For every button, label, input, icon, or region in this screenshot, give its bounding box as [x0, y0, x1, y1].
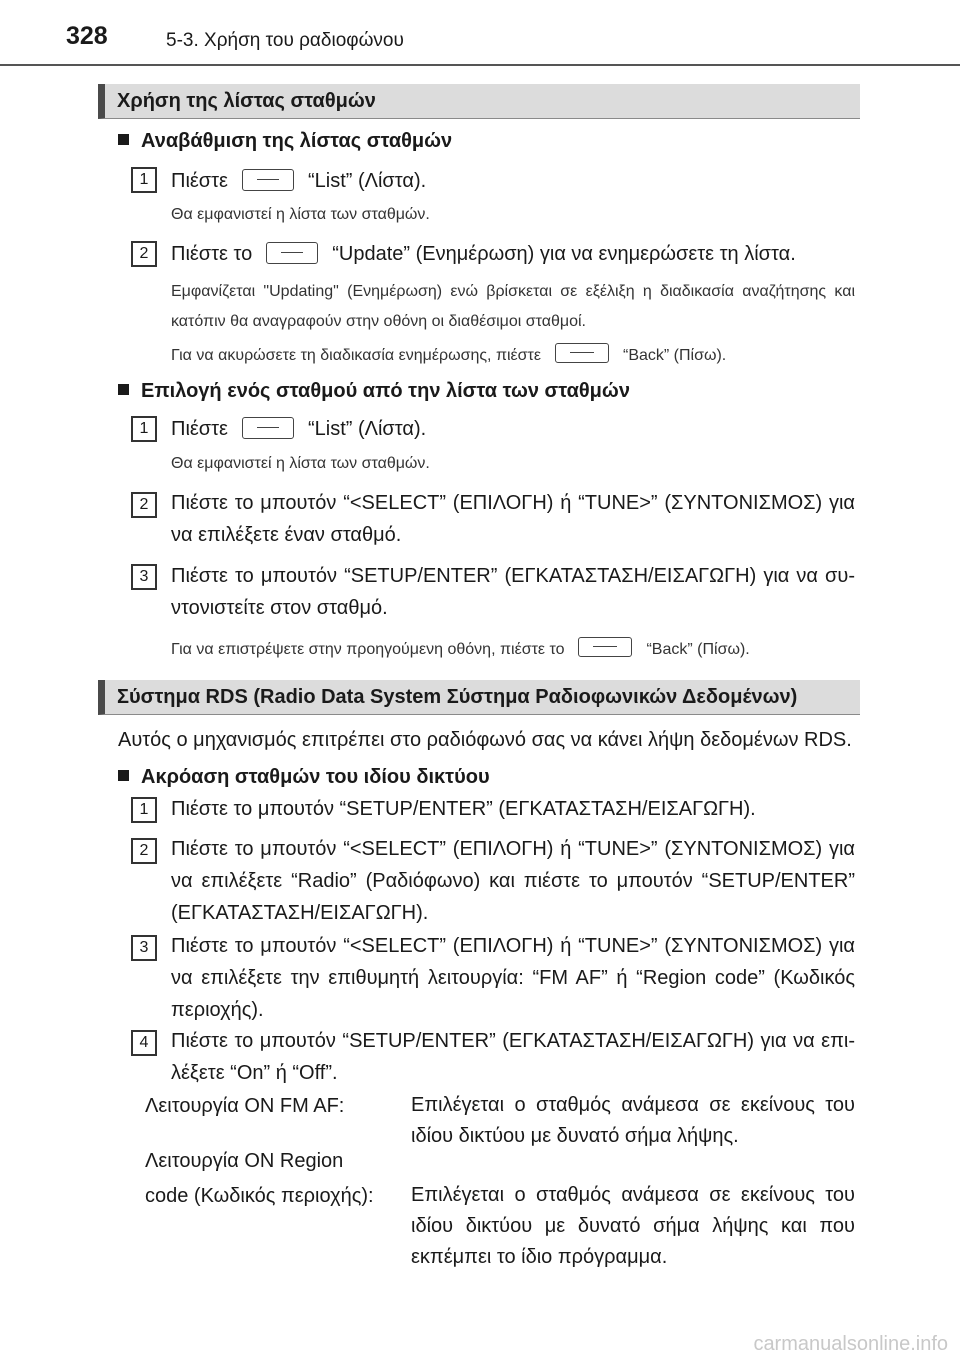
step-note: Εμφανίζεται "Updating" (Ενημέρωση) ενώ β…: [171, 283, 855, 330]
step-number: 1: [131, 416, 157, 442]
intro-text: Αυτός ο μηχανισμός επιτρέπει στο ραδιόφω…: [118, 729, 852, 751]
step-number: 2: [131, 241, 157, 267]
step-text: Πιέστε το μπουτόν “<SELECT” (ΕΠΙΛΟΓΗ) ή …: [171, 935, 855, 1021]
step-text: Πιέστε το μπουτόν “SETUP/ENTER” (ΕΓΚΑΤΑΣ…: [171, 1030, 855, 1084]
step-note: Θα εμφανιστεί η λίστα των σταθμών.: [171, 206, 430, 223]
square-bullet-icon: [118, 134, 129, 145]
section-heading-station-list: Χρήση της λίστας σταθμών: [98, 84, 860, 119]
section-heading-rds: Σύστημα RDS (Radio Data System Σύστημα Ρ…: [98, 680, 860, 715]
page-number: 328: [66, 22, 108, 50]
step-number: 2: [131, 838, 157, 864]
section-title: Σύστημα RDS (Radio Data System Σύστημα Ρ…: [117, 686, 798, 708]
header-divider: [0, 64, 960, 66]
list-button-icon: [241, 417, 294, 439]
section-title: Χρήση της λίστας σταθμών: [117, 90, 376, 112]
step-number: 1: [131, 797, 157, 823]
page-header: 328 5-3. Χρήση του ραδιοφώνου: [0, 0, 960, 66]
step-text: Πιέστε το μπουτόν “<SELECT” (ΕΠΙΛΟΓΗ) ή …: [171, 838, 855, 924]
definition-term: Λειτουργία ON Region: [145, 1150, 344, 1172]
step-text: Πιέστε το“Update” (Ενημέρωση) για να ενη…: [171, 242, 796, 265]
step-text: Πιέστε το μπουτόν “SETUP/ENTER” (ΕΓΚΑΤΑΣ…: [171, 798, 756, 820]
step-note: Για να επιστρέψετε στην προηγούμενη οθόν…: [171, 637, 750, 659]
step-text: Πιέστε“List” (Λίστα).: [171, 169, 427, 192]
step-text: Πιέστε το μπουτόν “<SELECT” (ΕΠΙΛΟΓΗ) ή …: [171, 492, 855, 546]
definition-term: Λειτουργία ON FM AF:: [145, 1095, 345, 1117]
subheading-update-list: Αναβάθμιση της λίστας σταθμών: [118, 130, 452, 153]
update-button-icon: [266, 242, 319, 264]
definition-text: Επιλέγεται ο σταθμός ανάμεσα σε εκείνους…: [411, 1184, 855, 1268]
step-text: Πιέστε“List” (Λίστα).: [171, 417, 427, 440]
step-number: 2: [131, 492, 157, 518]
step-note: Για να ακυρώσετε τη διαδικασία ενημέρωση…: [171, 343, 726, 365]
subheading-same-network: Ακρόαση σταθμών του ιδίου δικτύου: [118, 766, 490, 789]
chapter-title: 5-3. Χρήση του ραδιοφώνου: [166, 30, 404, 51]
step-number: 1: [131, 167, 157, 193]
definition-text: Επιλέγεται ο σταθμός ανάμεσα σε εκείνους…: [411, 1094, 855, 1147]
step-number: 4: [131, 1030, 157, 1056]
back-button-icon: [578, 637, 633, 657]
step-number: 3: [131, 564, 157, 590]
back-button-icon: [555, 343, 609, 363]
definition-term: code (Κωδικός περιοχής):: [145, 1185, 374, 1207]
list-button-icon: [241, 169, 294, 191]
watermark: carmanualsonline.info: [753, 1333, 948, 1355]
square-bullet-icon: [118, 770, 129, 781]
step-number: 3: [131, 935, 157, 961]
step-note: Θα εμφανιστεί η λίστα των σταθμών.: [171, 455, 430, 472]
subheading-select-station: Επιλογή ενός σταθμού από την λίστα των σ…: [118, 380, 630, 403]
square-bullet-icon: [118, 384, 129, 395]
step-text: Πιέστε το μπουτόν “SETUP/ENTER” (ΕΓΚΑΤΑΣ…: [171, 565, 855, 619]
